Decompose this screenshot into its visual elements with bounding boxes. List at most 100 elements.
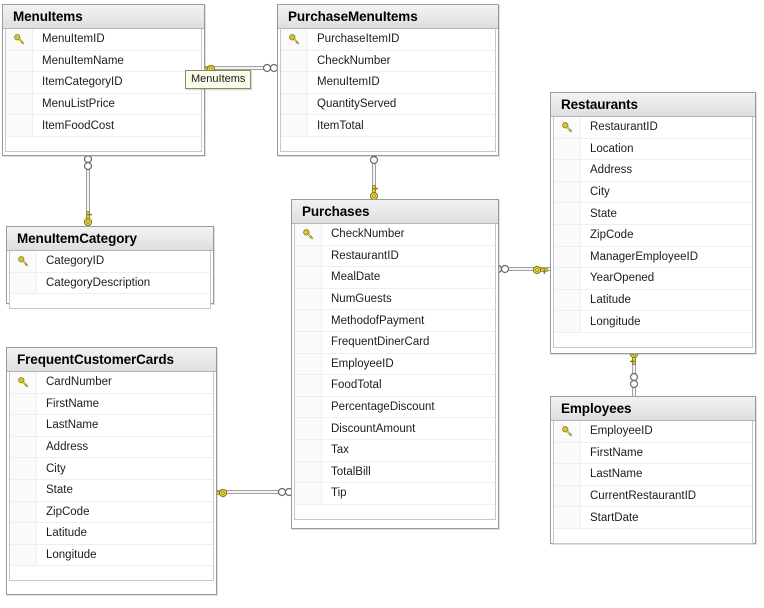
column-key-slot [6,115,33,136]
column-name: ItemFoodCost [42,119,115,132]
column-name: Latitude [46,527,87,540]
column-row[interactable]: EmployeeID [554,421,752,443]
table-title-menuitems[interactable]: MenuItems [3,5,204,29]
column-name: ZipCode [46,505,90,518]
column-key-slot [295,461,322,483]
column-row[interactable]: CardNumber [10,372,213,394]
column-name: Address [590,164,633,177]
column-row[interactable]: ItemCategoryID [6,72,201,94]
many-end-infinity-icon [82,154,94,175]
column-row[interactable]: Latitude [10,523,213,545]
column-row[interactable]: City [554,181,752,204]
column-row[interactable]: City [10,458,213,480]
table-title-employees[interactable]: Employees [551,397,755,421]
column-name: State [46,484,73,497]
column-row[interactable]: LastName [10,415,213,437]
column-row[interactable]: MenuItemID [281,72,495,94]
relationship-line-purchases-purchasemenuitems[interactable] [372,156,376,202]
table-title-purchasemenuitems[interactable]: PurchaseMenuItems [278,5,498,29]
column-name: MenuItemID [42,33,105,46]
table-title-frequentcustomercards[interactable]: FrequentCustomerCards [7,348,216,372]
column-name: YearOpened [590,272,655,285]
column-name: PurchaseItemID [317,33,400,46]
column-row[interactable]: CategoryDescription [10,272,210,295]
column-row[interactable]: MenuItemName [6,50,201,73]
column-row[interactable]: MethodofPayment [295,310,495,332]
column-row[interactable]: PurchaseItemID [281,29,495,51]
relationship-line-menuitemcategory-menuitems[interactable] [86,156,90,228]
column-row[interactable]: ZipCode [10,501,213,524]
column-name: Latitude [590,294,631,307]
column-name: CheckNumber [317,54,391,67]
column-row[interactable]: Latitude [554,289,752,312]
table-title-menuitemcategory[interactable]: MenuItemCategory [7,227,213,251]
column-row[interactable]: State [554,203,752,225]
column-key-slot [295,267,322,288]
column-row[interactable]: EmployeeID [295,353,495,376]
column-row[interactable]: ItemFoodCost [6,115,201,137]
column-row[interactable]: Tip [295,483,495,505]
column-name: Address [46,441,89,454]
column-row[interactable]: MenuItemID [6,29,201,51]
column-row[interactable]: ZipCode [554,224,752,247]
primary-key-icon [554,117,581,138]
column-key-slot [295,439,322,461]
column-row[interactable]: CurrentRestaurantID [554,485,752,508]
column-row[interactable]: TotalBill [295,461,495,484]
column-row[interactable]: FoodTotal [295,375,495,397]
table-title-purchases[interactable]: Purchases [292,200,498,224]
column-name: ZipCode [590,229,634,242]
column-row[interactable]: FirstName [10,393,213,416]
column-row[interactable]: CategoryID [10,251,210,273]
column-row[interactable]: NumGuests [295,288,495,311]
column-key-slot [10,436,37,458]
column-row[interactable]: RestaurantID [295,245,495,268]
column-key-slot [6,72,33,93]
column-row[interactable]: LastName [554,464,752,486]
column-row[interactable]: PercentageDiscount [295,396,495,419]
table-title-restaurants[interactable]: Restaurants [551,93,755,117]
column-row[interactable]: FrequentDinerCard [295,331,495,354]
column-name: Location [590,142,634,155]
table-empty-space [281,137,495,151]
relationship-line-frequentcustomercards-purchases[interactable] [217,490,292,494]
column-name: MenuListPrice [42,98,115,111]
column-row[interactable]: CheckNumber [281,50,495,73]
column-row[interactable]: Longitude [10,544,213,567]
column-row[interactable]: Tax [295,439,495,462]
column-row[interactable]: MealDate [295,267,495,289]
column-key-slot [10,393,37,415]
column-row[interactable]: DiscountAmount [295,418,495,440]
column-row[interactable]: Longitude [554,311,752,333]
column-row[interactable]: Address [554,160,752,182]
relationship-line-restaurants-purchases[interactable] [499,267,551,271]
column-row[interactable]: Address [10,436,213,459]
column-row[interactable]: MenuListPrice [6,93,201,116]
column-row[interactable]: FirstName [554,442,752,465]
column-row[interactable]: YearOpened [554,268,752,290]
column-row[interactable]: CheckNumber [295,224,495,246]
column-key-slot [554,268,581,289]
column-row[interactable]: RestaurantID [554,117,752,139]
primary-key-icon [281,29,308,50]
column-row[interactable]: QuantityServed [281,93,495,116]
column-row[interactable]: ItemTotal [281,115,495,137]
column-key-slot [554,181,581,203]
column-key-slot [10,523,37,544]
relationship-line-menuitems-purchasemenuitems[interactable] [205,66,277,70]
column-row[interactable]: State [10,479,213,502]
column-row[interactable]: ManagerEmployeeID [554,246,752,269]
column-row[interactable]: StartDate [554,507,752,529]
column-row[interactable]: Location [554,138,752,161]
column-name: TotalBill [331,465,371,478]
